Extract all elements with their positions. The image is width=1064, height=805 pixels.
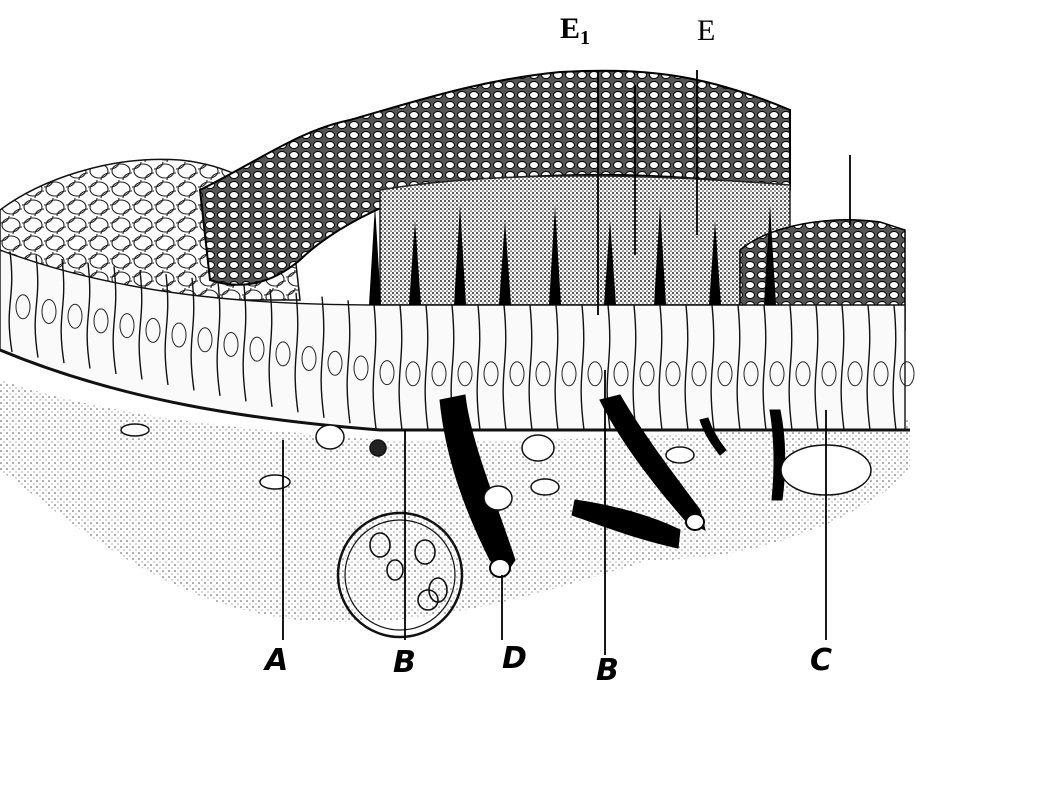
- cilium-spike: [499, 220, 511, 305]
- cell-boundary: [736, 304, 741, 431]
- cell-nucleus: [171, 322, 187, 348]
- cell-boundary: [216, 281, 221, 396]
- cell-nucleus: [405, 361, 421, 387]
- cell-boundary: [34, 255, 39, 358]
- cell-nucleus: [353, 355, 369, 381]
- cell-boundary: [346, 300, 351, 424]
- cilium-spike: [604, 220, 616, 305]
- cell-boundary: [112, 266, 117, 375]
- cell-nucleus: [197, 327, 213, 353]
- cell-nucleus: [665, 361, 681, 387]
- cell-nucleus: [587, 361, 603, 387]
- cell-nucleus: [847, 361, 863, 387]
- label-e: E: [697, 14, 716, 47]
- cell-nucleus: [457, 361, 473, 387]
- cilium-spike: [409, 220, 421, 305]
- cell-boundary: [190, 277, 195, 391]
- cilium-spike: [654, 205, 666, 305]
- cell-nucleus: [639, 361, 655, 387]
- cell-nucleus: [275, 341, 291, 367]
- leader-lines: [282, 70, 851, 655]
- cell-boundary: [372, 304, 377, 429]
- cell-nucleus: [223, 331, 239, 357]
- label-c: C: [810, 643, 833, 678]
- cell-nucleus: [613, 361, 629, 387]
- cilium-spike: [764, 205, 776, 305]
- cell-nucleus: [899, 361, 915, 387]
- cell-nucleus: [301, 346, 317, 372]
- cell-nucleus: [327, 350, 343, 376]
- cilium-spike: [454, 205, 466, 305]
- cell-boundary: [528, 304, 533, 431]
- blood-vessel: [336, 511, 464, 639]
- label-d: D: [502, 641, 527, 676]
- cell-nucleus: [379, 360, 395, 386]
- cell-boundary: [8, 251, 13, 353]
- cell-boundary: [398, 304, 403, 431]
- cell-nucleus: [535, 361, 551, 387]
- cell-boundary: [554, 304, 559, 431]
- cell-boundary: [86, 262, 91, 369]
- cell-boundary: [866, 304, 871, 431]
- cell-nucleus: [769, 361, 785, 387]
- cilia-spikes: [369, 205, 776, 305]
- cell-nucleus: [93, 308, 109, 334]
- cell-nucleus: [717, 361, 733, 387]
- cell-boundary: [892, 304, 897, 431]
- cell-boundary: [762, 304, 767, 431]
- label-e1-main: E: [560, 12, 581, 45]
- cell-nucleus: [509, 361, 525, 387]
- cell-boundary: [684, 304, 689, 431]
- cell-boundary: [814, 304, 819, 431]
- basal-membrane: [0, 348, 910, 432]
- cell-nucleus: [41, 299, 57, 325]
- surface-cell-mass-right: [739, 219, 906, 331]
- cell-boundary: [710, 304, 715, 431]
- cell-boundary: [658, 304, 663, 431]
- lamina-propria: [0, 380, 910, 622]
- cell-nucleus: [15, 294, 31, 320]
- cell-boundary: [60, 258, 65, 364]
- cell-boundary: [242, 285, 247, 402]
- cilium-spike: [369, 205, 381, 305]
- cell-boundary: [580, 304, 585, 431]
- label-b-right: B: [596, 653, 619, 688]
- cilium-spike: [709, 220, 721, 305]
- cell-nucleus: [483, 361, 499, 387]
- cell-boundary: [164, 273, 169, 386]
- label-e1: E1: [560, 12, 591, 49]
- cell-nucleus: [67, 303, 83, 329]
- neuron-processes: [439, 394, 786, 578]
- cell-boundary: [788, 304, 793, 431]
- label-a: A: [265, 643, 289, 678]
- cell-boundary: [424, 304, 429, 431]
- label-b-left: B: [393, 645, 416, 680]
- cell-nucleus: [821, 361, 837, 387]
- cell-boundary: [268, 289, 273, 407]
- cell-nucleus: [249, 336, 265, 362]
- cell-boundary: [502, 304, 507, 431]
- cell-nucleus: [795, 361, 811, 387]
- cell-boundary: [320, 296, 325, 418]
- label-e1-sub: 1: [580, 27, 591, 49]
- cell-nucleus: [743, 361, 759, 387]
- cell-nucleus: [691, 361, 707, 387]
- cell-boundary: [138, 270, 143, 380]
- cell-boundary: [632, 304, 637, 431]
- cell-boundary: [840, 304, 845, 431]
- cell-boundary: [294, 292, 299, 413]
- upper-epithelium: [379, 175, 791, 306]
- cell-nucleus: [431, 361, 447, 387]
- cell-boundary: [476, 304, 481, 431]
- cell-nucleus: [873, 361, 889, 387]
- cell-nucleus: [145, 317, 161, 343]
- cell-nucleus: [561, 361, 577, 387]
- cell-nucleus: [119, 313, 135, 339]
- cilium-spike: [549, 205, 561, 305]
- connective-cells: [120, 423, 872, 511]
